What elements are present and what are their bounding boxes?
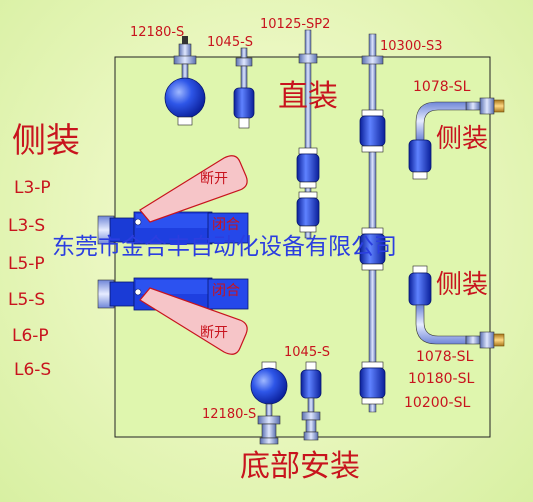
side-switch-lower (97, 277, 249, 355)
label-12180-top: 12180-S (130, 25, 185, 40)
float-1078-top (408, 97, 505, 180)
float-10300-s3 (359, 33, 386, 413)
label-10300-s3: 10300-S3 (380, 39, 443, 54)
label-side-mount-right-bottom: 侧装 (436, 270, 489, 300)
label-side-mount-left: 侧装 (12, 121, 80, 161)
label-side-mount-right-top: 侧装 (436, 124, 489, 154)
label-1078-top: 1078-SL (413, 79, 471, 95)
label-bottom-mount: 底部安装 (240, 449, 360, 484)
float-1045-top (233, 47, 255, 129)
label-1045-top: 1045-S (207, 35, 254, 50)
label-vertical-mount: 直装 (278, 79, 338, 114)
switch-arm-open-lower (139, 287, 248, 355)
model-l5-s: L5-S (8, 290, 46, 310)
state-closed-top: 闭合 (212, 217, 240, 233)
model-l6-s: L6-S (14, 360, 52, 380)
float-1045-bottom (300, 361, 322, 441)
label-10180-sl: 10180-SL (408, 371, 475, 387)
label-10200-sl: 10200-SL (404, 395, 471, 411)
float-12180-top (164, 36, 206, 126)
float-10125-sp2 (296, 29, 320, 239)
state-open-top: 断开 (200, 171, 228, 187)
model-l3-s: L3-S (8, 216, 46, 236)
state-open-bottom: 断开 (200, 325, 228, 341)
label-1078-bottom: 1078-SL (416, 349, 474, 365)
state-closed-bottom: 闭合 (212, 283, 240, 299)
model-l6-p: L6-P (12, 326, 49, 346)
switch-arm-open-upper (139, 155, 248, 223)
model-l3-p: L3-P (14, 178, 51, 198)
model-l5-p: L5-P (8, 254, 45, 274)
float-12180-bottom (250, 361, 288, 445)
side-switch-upper (97, 155, 249, 245)
label-1045-bottom: 1045-S (284, 345, 331, 360)
company-watermark: 东莞市金合丰自动化设备有限公司 (52, 234, 397, 260)
label-10125-sp2: 10125-SP2 (260, 17, 331, 32)
float-1078-bottom (408, 265, 505, 349)
label-12180-bottom: 12180-S (202, 407, 257, 422)
